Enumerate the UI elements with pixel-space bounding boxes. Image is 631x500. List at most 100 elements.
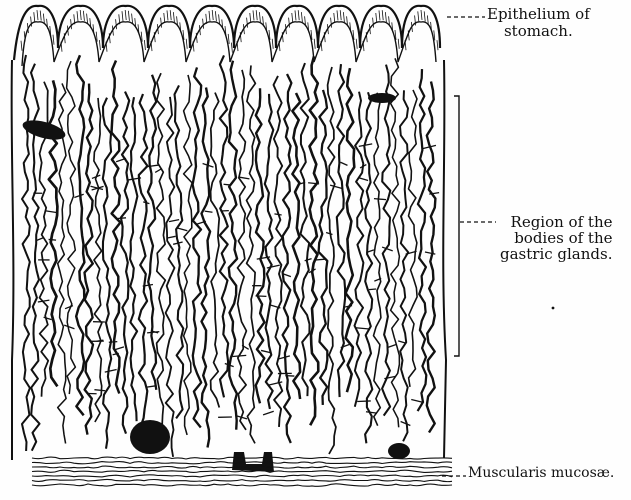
gastric-glands-label-line2: bodies of the bbox=[500, 230, 612, 246]
gland-branch bbox=[357, 401, 371, 402]
gland-tubule bbox=[391, 58, 400, 427]
gland-branch bbox=[224, 184, 230, 185]
gastric-glands-label: Region of the bodies of the gastric glan… bbox=[500, 214, 612, 262]
gastric-glands-label-line3: gastric glands. bbox=[500, 246, 612, 262]
epithelium-cell-stroke bbox=[356, 39, 357, 49]
epithelium-cell-stroke bbox=[331, 18, 332, 28]
epithelium-cell-stroke bbox=[83, 11, 84, 21]
epithelium-cell-stroke bbox=[340, 10, 341, 20]
gland-branch bbox=[143, 202, 149, 204]
gland-tubule bbox=[202, 88, 211, 448]
muscle-fibre bbox=[32, 479, 452, 481]
gland-tubule bbox=[193, 67, 202, 427]
gland-branch bbox=[263, 411, 274, 415]
epithelium-cell-stroke bbox=[34, 12, 35, 22]
epithelium-cell-stroke bbox=[285, 24, 286, 34]
gland-branch bbox=[374, 199, 386, 200]
epithelium-cell-stroke bbox=[292, 13, 293, 23]
gland-branch bbox=[38, 300, 50, 302]
epithelium-cell-stroke bbox=[80, 10, 81, 20]
gland-tubule bbox=[355, 92, 364, 407]
epithelium-cell-stroke bbox=[253, 10, 254, 20]
epithelium-cell-stroke bbox=[343, 12, 344, 22]
gland-tubule bbox=[103, 98, 111, 449]
epithelium-cell-stroke bbox=[77, 11, 78, 21]
gland-tubule bbox=[166, 97, 175, 457]
gland-branch bbox=[118, 218, 126, 219]
epithelium-cell-stroke bbox=[40, 11, 41, 21]
epithelium-cell-stroke bbox=[411, 22, 412, 32]
gland-tubule bbox=[256, 88, 265, 403]
epithelium-cell-stroke bbox=[112, 26, 113, 36]
vessel-sections bbox=[21, 93, 410, 472]
epithelium-cell-stroke bbox=[259, 12, 260, 22]
gland-tubule bbox=[229, 61, 237, 430]
epithelium-cell-stroke bbox=[337, 10, 338, 20]
gland-tubule bbox=[112, 60, 121, 393]
epithelium-cell-stroke bbox=[199, 25, 200, 35]
gland-branch bbox=[94, 390, 105, 391]
epithelium-cell-stroke bbox=[21, 41, 22, 51]
muscularis-label: Muscularis mucosæ. bbox=[468, 465, 614, 482]
small-vessel-section bbox=[388, 443, 410, 459]
gland-tubule bbox=[310, 56, 319, 425]
epithelium-cell-stroke bbox=[37, 10, 38, 20]
gland-branch bbox=[169, 220, 179, 222]
gland-branch bbox=[356, 328, 370, 329]
gland-tubule bbox=[319, 90, 328, 405]
epithelium-cell-stroke bbox=[212, 10, 213, 20]
muscle-fibre bbox=[32, 484, 452, 487]
epithelium-cell-stroke bbox=[272, 39, 273, 49]
epithelium-cell-stroke bbox=[53, 35, 54, 45]
epithelium-label-line1: Epithelium of bbox=[487, 6, 590, 23]
gland-tubule bbox=[301, 63, 310, 396]
gland-tubule bbox=[76, 55, 84, 415]
gland-branch bbox=[326, 233, 332, 235]
gland-branch bbox=[305, 259, 312, 261]
epithelium-cell-stroke bbox=[215, 11, 216, 21]
epithelium-cell-stroke bbox=[173, 12, 174, 22]
gland-branch bbox=[65, 306, 73, 309]
epithelium-cell-stroke bbox=[418, 11, 419, 21]
gland-tubule bbox=[67, 61, 76, 394]
gland-branch bbox=[340, 162, 347, 165]
gland-branch bbox=[44, 317, 52, 319]
gland-branch bbox=[64, 325, 74, 329]
muscle-fibre bbox=[32, 475, 452, 477]
muscle-fibre bbox=[32, 470, 452, 472]
gland-branch bbox=[411, 400, 423, 403]
epithelium-cell-stroke bbox=[289, 18, 290, 28]
gland-tubule bbox=[211, 93, 220, 408]
epithelium-cell-stroke bbox=[231, 43, 232, 53]
epithelium-cell-stroke bbox=[67, 26, 68, 36]
gland-tubule bbox=[175, 85, 184, 418]
gland-tubule bbox=[382, 65, 390, 416]
gland-branch bbox=[330, 185, 343, 188]
epithelium-cell-stroke bbox=[247, 18, 248, 28]
gland-branch bbox=[398, 341, 406, 343]
glands-bracket bbox=[454, 96, 459, 356]
muscularis-label-line1: Muscularis mucosæ. bbox=[468, 465, 614, 482]
epithelium-cell-stroke bbox=[203, 19, 204, 29]
gland-tubule bbox=[148, 75, 156, 390]
gland-tubule bbox=[22, 55, 30, 451]
gland-branch bbox=[274, 214, 281, 215]
gland-tubule bbox=[328, 67, 336, 454]
epithelium-cell-stroke bbox=[122, 11, 123, 21]
gland-branch bbox=[74, 194, 83, 197]
gland-branch bbox=[167, 236, 175, 238]
gland-tubule bbox=[374, 93, 381, 426]
upper-right-section bbox=[368, 93, 396, 103]
epithelium-cell-stroke bbox=[373, 18, 374, 28]
gland-branch bbox=[345, 306, 352, 307]
gland-branch bbox=[359, 178, 368, 181]
gland-branch bbox=[284, 274, 291, 277]
gland-tubule bbox=[130, 97, 137, 421]
epithelium-cell-stroke bbox=[170, 10, 171, 20]
gland-branch bbox=[205, 211, 213, 212]
epithelium-cell-stroke bbox=[116, 19, 117, 29]
epithelium-cell-stroke bbox=[132, 14, 133, 24]
epithelium-cell-stroke bbox=[157, 24, 158, 34]
gland-tubule bbox=[409, 90, 418, 387]
epithelium-cell-stroke bbox=[256, 10, 257, 20]
